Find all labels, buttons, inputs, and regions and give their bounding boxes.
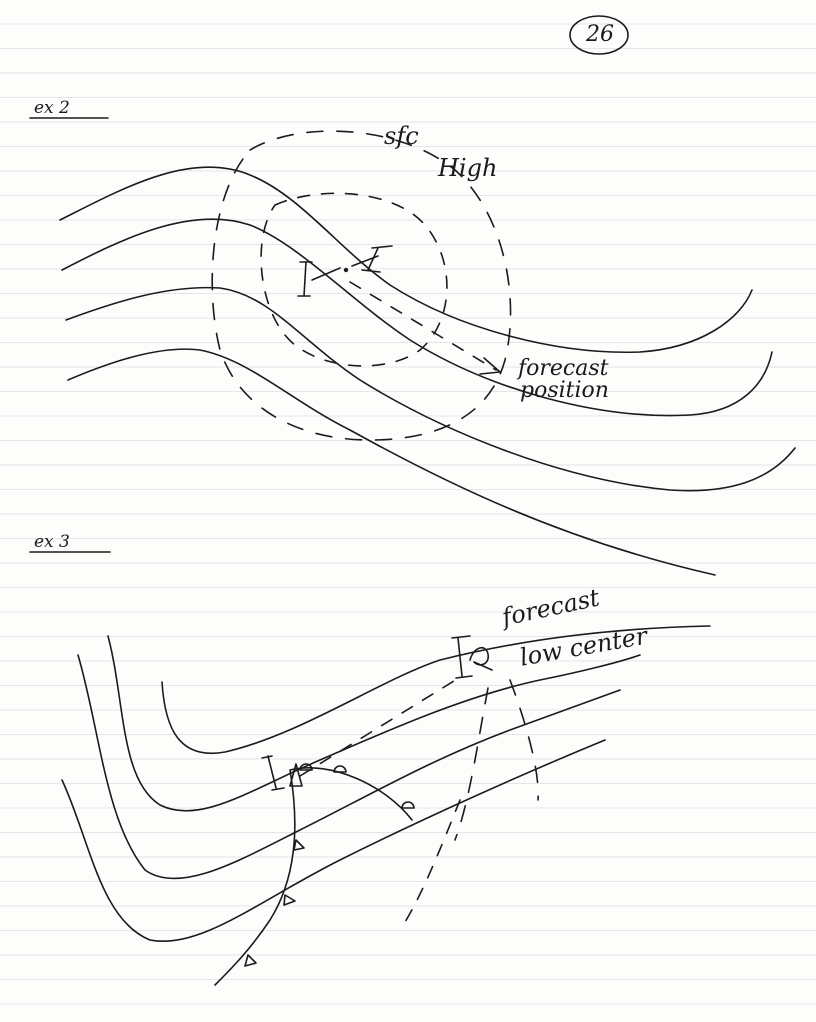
ex3-contour-lines — [61, 625, 711, 943]
ex3-dashed-circulation — [399, 679, 539, 931]
ex2-high-inner-circle — [260, 192, 448, 367]
ex3-contour-2 — [107, 635, 641, 812]
ex2-forecast-label-line2: position — [520, 378, 609, 403]
ex2-forecast-arrow — [349, 281, 501, 375]
ex2-contour-lines — [59, 166, 796, 576]
ex2-forecast-label-line1: forecast — [518, 356, 609, 381]
ex3-forecast-low-marker — [451, 635, 493, 679]
page-number: 26 — [586, 22, 614, 47]
ruled-lines — [0, 23, 816, 1005]
ex3-cold-front — [214, 763, 415, 986]
ex2-high-outer-circle — [211, 130, 512, 441]
ex2-contour-2 — [61, 218, 773, 417]
ex3-contour-1 — [161, 625, 711, 755]
page-number-circle — [569, 15, 629, 55]
ex3-contour-3 — [77, 654, 621, 880]
ex2-high-pressure-dashed-circles — [211, 130, 512, 441]
ex2-contour-4 — [67, 348, 716, 576]
ex3-forecast-arrow — [299, 675, 463, 777]
ex3-front-line — [214, 766, 413, 986]
ex3-low-center-marker — [261, 755, 303, 791]
ex2-label: ex 2 — [34, 98, 70, 118]
ex2-high-center-marker — [297, 245, 393, 297]
ex2-high-label-sfc: sfc — [384, 122, 419, 150]
ex2-contour-3 — [65, 286, 796, 492]
ex3-label: ex 3 — [34, 532, 70, 552]
ex2-contour-1 — [59, 166, 753, 354]
ex3-contour-4 — [61, 739, 606, 943]
ex2-high-label-high: High — [438, 154, 498, 182]
